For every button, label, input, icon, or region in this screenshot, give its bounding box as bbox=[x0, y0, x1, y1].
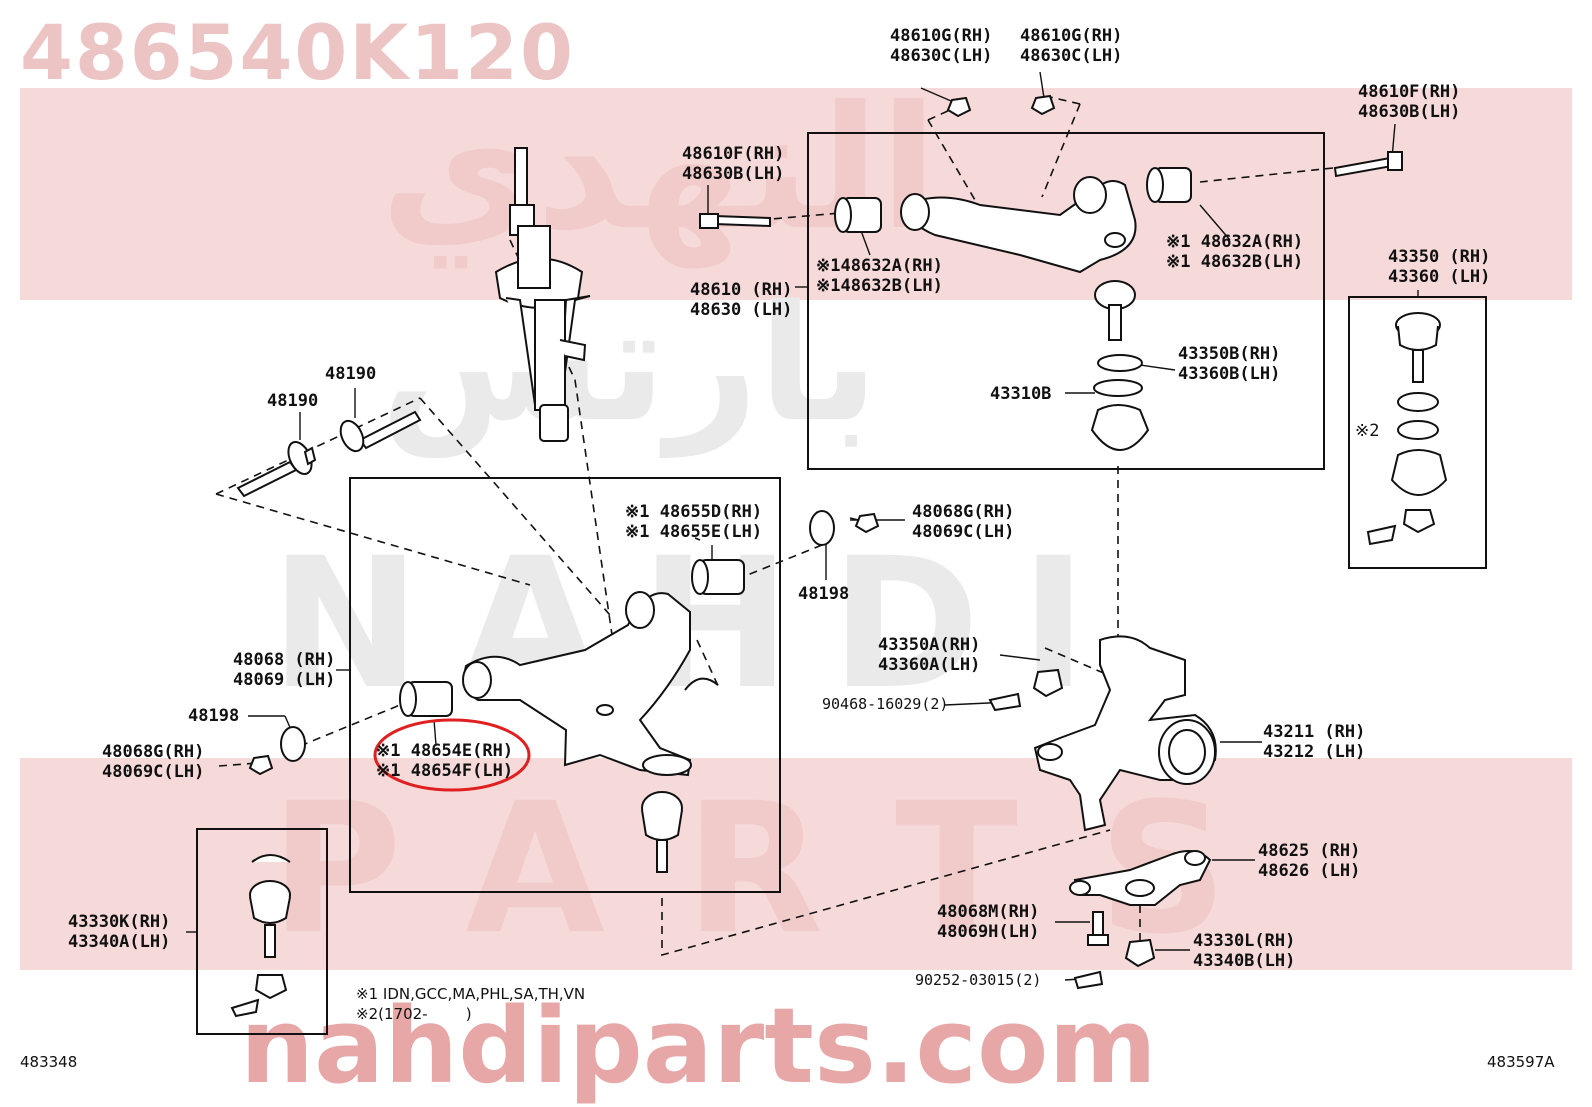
label-48632-left: ※148632A(RH)※148632B(LH) bbox=[816, 256, 943, 296]
label-48610g-1: 48610G(RH)48630C(LH) bbox=[890, 26, 993, 66]
label-mark2-side: ※2 bbox=[1355, 421, 1380, 441]
label-43310b: 43310B bbox=[990, 384, 1052, 404]
corner-ref-right: 483597A bbox=[1487, 1053, 1555, 1071]
label-48068g-left: 48068G(RH)48069C(LH) bbox=[102, 742, 205, 782]
watermark-url: nahdiparts.com bbox=[240, 985, 1157, 1107]
label-48190-a: 48190 bbox=[325, 364, 377, 384]
label-48655: ※1 48655D(RH)※1 48655E(LH) bbox=[625, 502, 763, 542]
label-43350b: 43350B(RH)43360B(LH) bbox=[1178, 344, 1281, 384]
footnote-2: ※2(1702- ) bbox=[356, 1005, 472, 1023]
label-48610f-right: 48610F(RH)48630B(LH) bbox=[1358, 82, 1461, 122]
watermark-arabic-mid: بارتس bbox=[380, 270, 879, 457]
label-48610g-2: 48610G(RH)48630C(LH) bbox=[1020, 26, 1123, 66]
label-43330l: 43330L(RH)43340B(LH) bbox=[1193, 931, 1296, 971]
watermark-band-top bbox=[20, 88, 1572, 300]
label-48198-left: 48198 bbox=[188, 706, 240, 726]
corner-ref-left: 483348 bbox=[20, 1053, 78, 1071]
label-90252: 90252-03015(2) bbox=[915, 971, 1042, 989]
upper-arm-box bbox=[807, 132, 1325, 470]
label-48610f-left: 48610F(RH)48630B(LH) bbox=[682, 144, 785, 184]
watermark-band-bottom bbox=[20, 758, 1572, 970]
label-48198-top: 48198 bbox=[798, 584, 850, 604]
label-48068g-top: 48068G(RH)48069C(LH) bbox=[912, 502, 1015, 542]
label-48654-highlighted: ※1 48654E(RH)※1 48654F(LH) bbox=[376, 741, 514, 781]
label-48190-b: 48190 bbox=[267, 391, 319, 411]
label-48068: 48068 (RH)48069 (LH) bbox=[233, 650, 336, 690]
watermark-latin-low: PARTS bbox=[270, 765, 1308, 974]
label-43211: 43211 (RH)43212 (LH) bbox=[1263, 722, 1366, 762]
lower-arm-box bbox=[349, 477, 781, 893]
label-43350-right: 43350 (RH)43360 (LH) bbox=[1388, 247, 1491, 287]
label-90468: 90468-16029(2) bbox=[822, 695, 949, 713]
label-48610: 48610 (RH)48630 (LH) bbox=[690, 280, 793, 320]
label-48632-right: ※1 48632A(RH)※1 48632B(LH) bbox=[1166, 232, 1304, 272]
watermark-arabic-top: النهدي bbox=[380, 70, 938, 268]
highlight-circle bbox=[373, 718, 531, 792]
watermark-part-number: 486540K120 bbox=[20, 8, 575, 97]
label-43330k: 43330K(RH)43340A(LH) bbox=[68, 912, 171, 952]
footnote-1: ※1 IDN,GCC,MA,PHL,SA,TH,VN bbox=[356, 985, 586, 1003]
label-48625: 48625 (RH)48626 (LH) bbox=[1258, 841, 1361, 881]
label-43350a: 43350A(RH)43360A(LH) bbox=[878, 635, 981, 675]
label-48068m: 48068M(RH)48069H(LH) bbox=[937, 902, 1040, 942]
